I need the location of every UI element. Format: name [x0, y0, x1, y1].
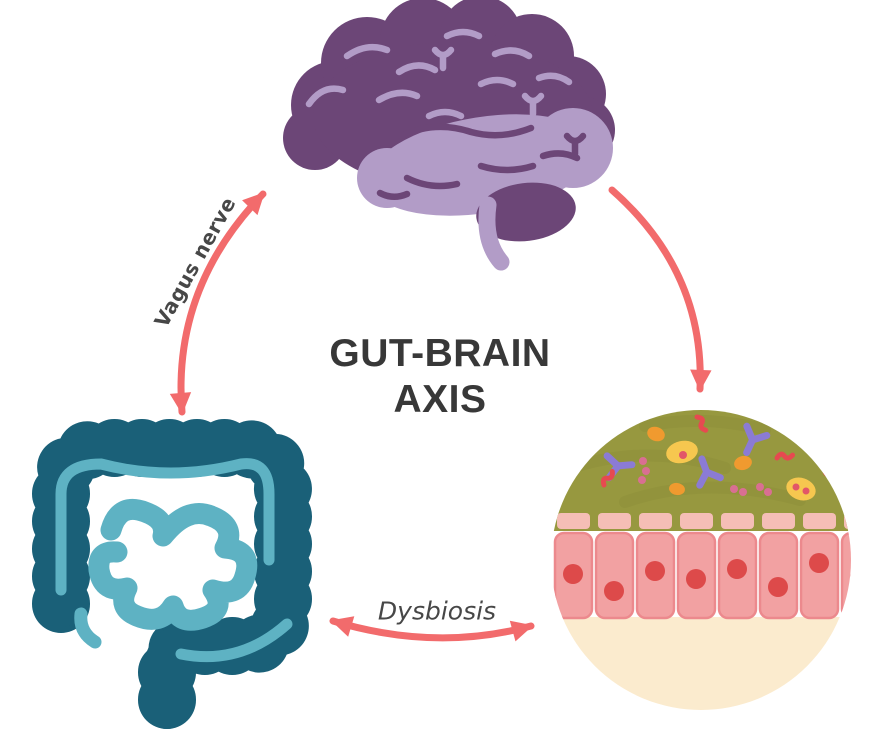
bacteria-red-icon — [600, 469, 615, 488]
bacteria-orange-icon — [669, 482, 685, 496]
cerebellum — [476, 182, 576, 242]
bacteria-orange-icon — [647, 426, 665, 442]
diagram-title: GUT-BRAIN AXIS — [285, 331, 595, 423]
cocci-pink-icon — [756, 483, 772, 496]
large-intestine — [32, 419, 312, 735]
cocci-pink-icon — [730, 485, 747, 496]
appendix — [74, 607, 102, 649]
submucosa-cream — [551, 617, 851, 710]
brain-to-microbiome-arrow — [608, 186, 712, 393]
brain-stem — [478, 196, 510, 271]
title-line-1: GUT-BRAIN — [329, 332, 551, 375]
dysbiosis-arrow — [329, 616, 535, 642]
temporal-fold-lines-dark — [376, 123, 587, 200]
small-intestine — [88, 498, 258, 631]
antibody-icon — [696, 455, 724, 489]
intestine-illustration — [32, 419, 312, 735]
bacteria-red-icon — [694, 414, 709, 433]
cerebrum-fold-lines-light — [305, 28, 573, 120]
microbes — [600, 414, 833, 501]
bacteria-orange-icon — [734, 455, 752, 471]
epithelial-cells — [553, 513, 851, 620]
microbiome-circle-illustration — [551, 410, 851, 710]
yeast-cell-icon — [666, 440, 698, 464]
title-line-2: AXIS — [393, 378, 487, 421]
yeast-cell-icon — [786, 477, 816, 501]
cocci-pink-icon — [638, 457, 650, 484]
large-intestine-highlight — [55, 458, 293, 663]
antibody-icon — [743, 422, 771, 457]
brain-illustration — [283, 0, 615, 271]
vagus-nerve-arrow — [169, 190, 267, 416]
dysbiosis-label: Dysbiosis — [377, 596, 497, 626]
bacteria-red-icon — [774, 451, 796, 461]
